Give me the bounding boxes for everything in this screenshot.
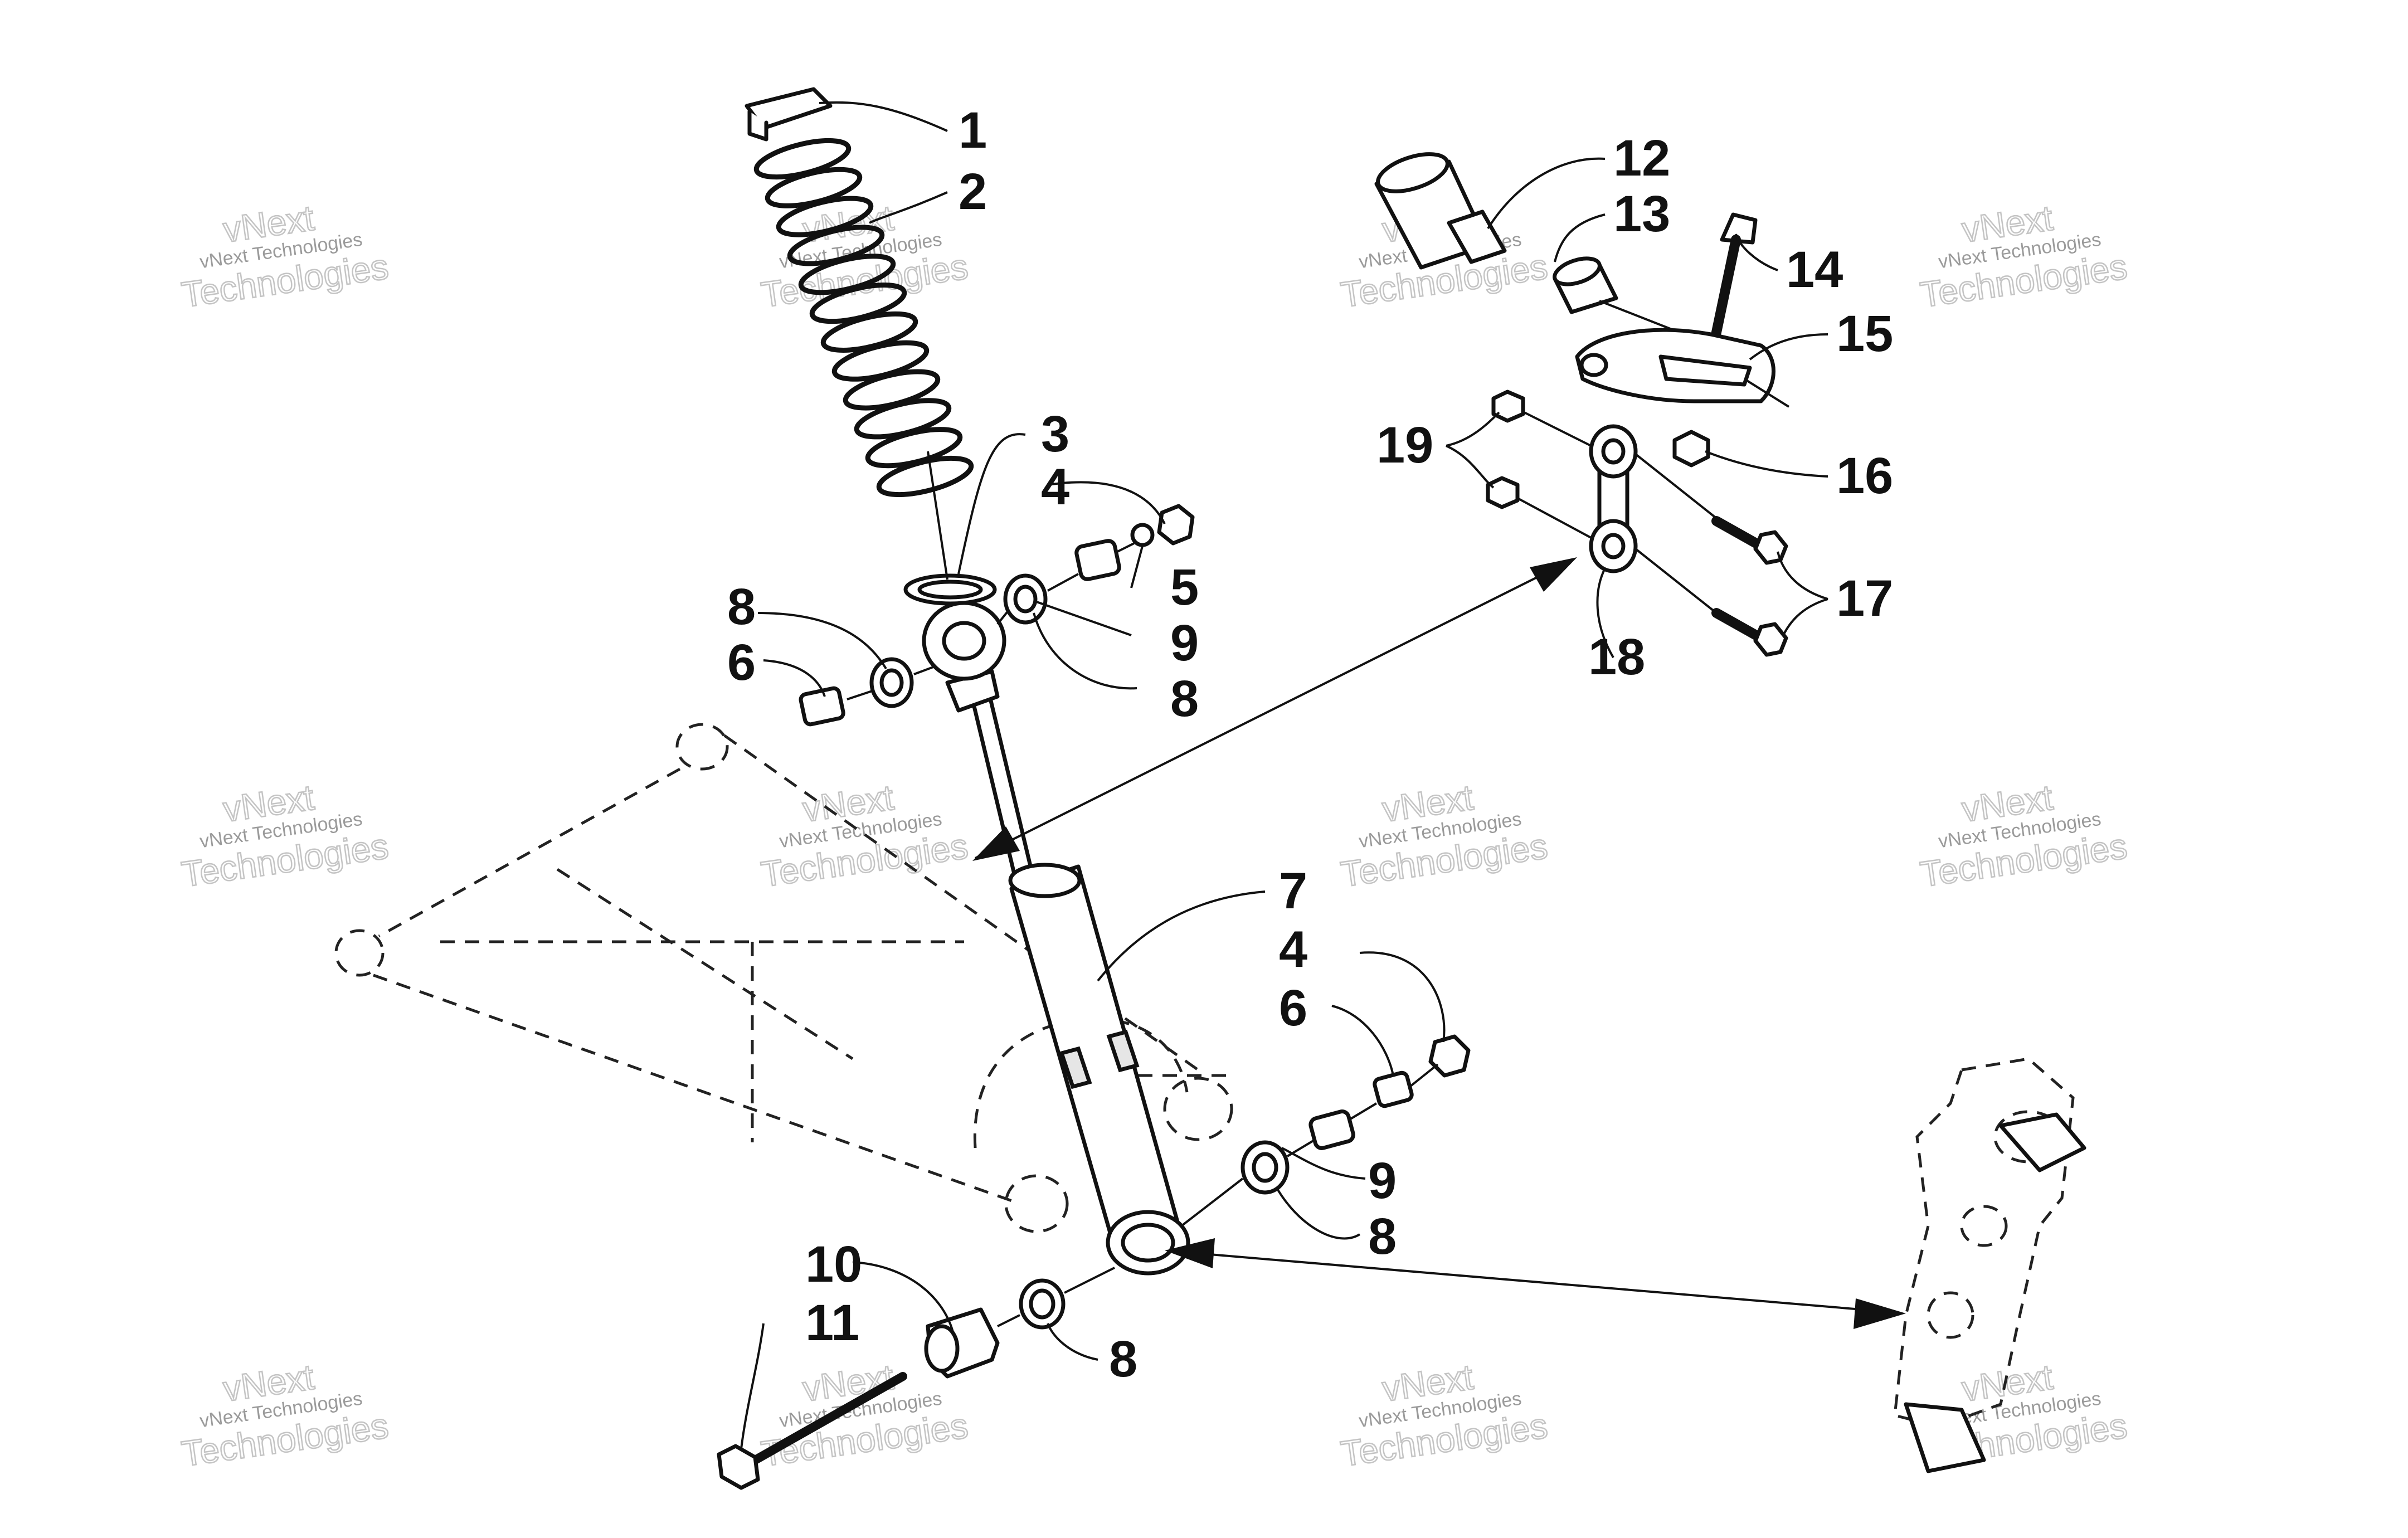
callout-6-bottom: 6	[1279, 980, 1307, 1036]
coil-spring	[753, 138, 974, 498]
spring-seat	[903, 573, 997, 606]
sway-bar-linkage	[1374, 152, 1790, 657]
callout-8-bottom-right: 8	[1368, 1208, 1397, 1265]
callout-8-bottom-left: 8	[1109, 1331, 1137, 1388]
callout-16: 16	[1836, 447, 1893, 504]
callout-4-top: 4	[1041, 459, 1069, 515]
spindle-outline	[1893, 1057, 2086, 1473]
callout-1: 1	[959, 102, 987, 159]
bottom-mount-hardware	[717, 1034, 1471, 1490]
callout-8-top-right: 8	[1170, 670, 1199, 727]
spring-coil-turn	[876, 455, 974, 498]
top-mount-hardware	[799, 504, 1195, 727]
assembly-arrows	[972, 557, 1906, 1329]
callout-7: 7	[1279, 863, 1307, 919]
callout-19: 19	[1376, 417, 1433, 474]
callout-8-top-left: 8	[727, 578, 756, 635]
callout-10: 10	[805, 1236, 862, 1293]
callout-17: 17	[1836, 570, 1893, 627]
a-arm-outline	[334, 723, 1233, 1233]
callout-4-bottom: 4	[1279, 921, 1307, 978]
callout-12: 12	[1613, 130, 1670, 187]
callout-9-top: 9	[1170, 615, 1199, 671]
callout-14: 14	[1786, 241, 1843, 298]
callout-labels: 1 2 3 4 5 8 6 9 8 7 4 6 9 8 10 11 8 12 1…	[727, 102, 1893, 1388]
shock-absorber	[922, 601, 1190, 1276]
callout-18: 18	[1588, 629, 1645, 685]
callout-5: 5	[1170, 559, 1199, 616]
callout-2: 2	[959, 163, 987, 220]
callout-3: 3	[1041, 406, 1069, 463]
callout-11: 11	[805, 1294, 859, 1351]
callout-9-bottom: 9	[1368, 1152, 1397, 1209]
callout-13: 13	[1613, 186, 1670, 242]
callout-6-top: 6	[727, 634, 756, 691]
callout-15: 15	[1836, 305, 1893, 362]
callout-leaders	[740, 101, 1828, 1449]
spring-retainer	[745, 87, 833, 142]
